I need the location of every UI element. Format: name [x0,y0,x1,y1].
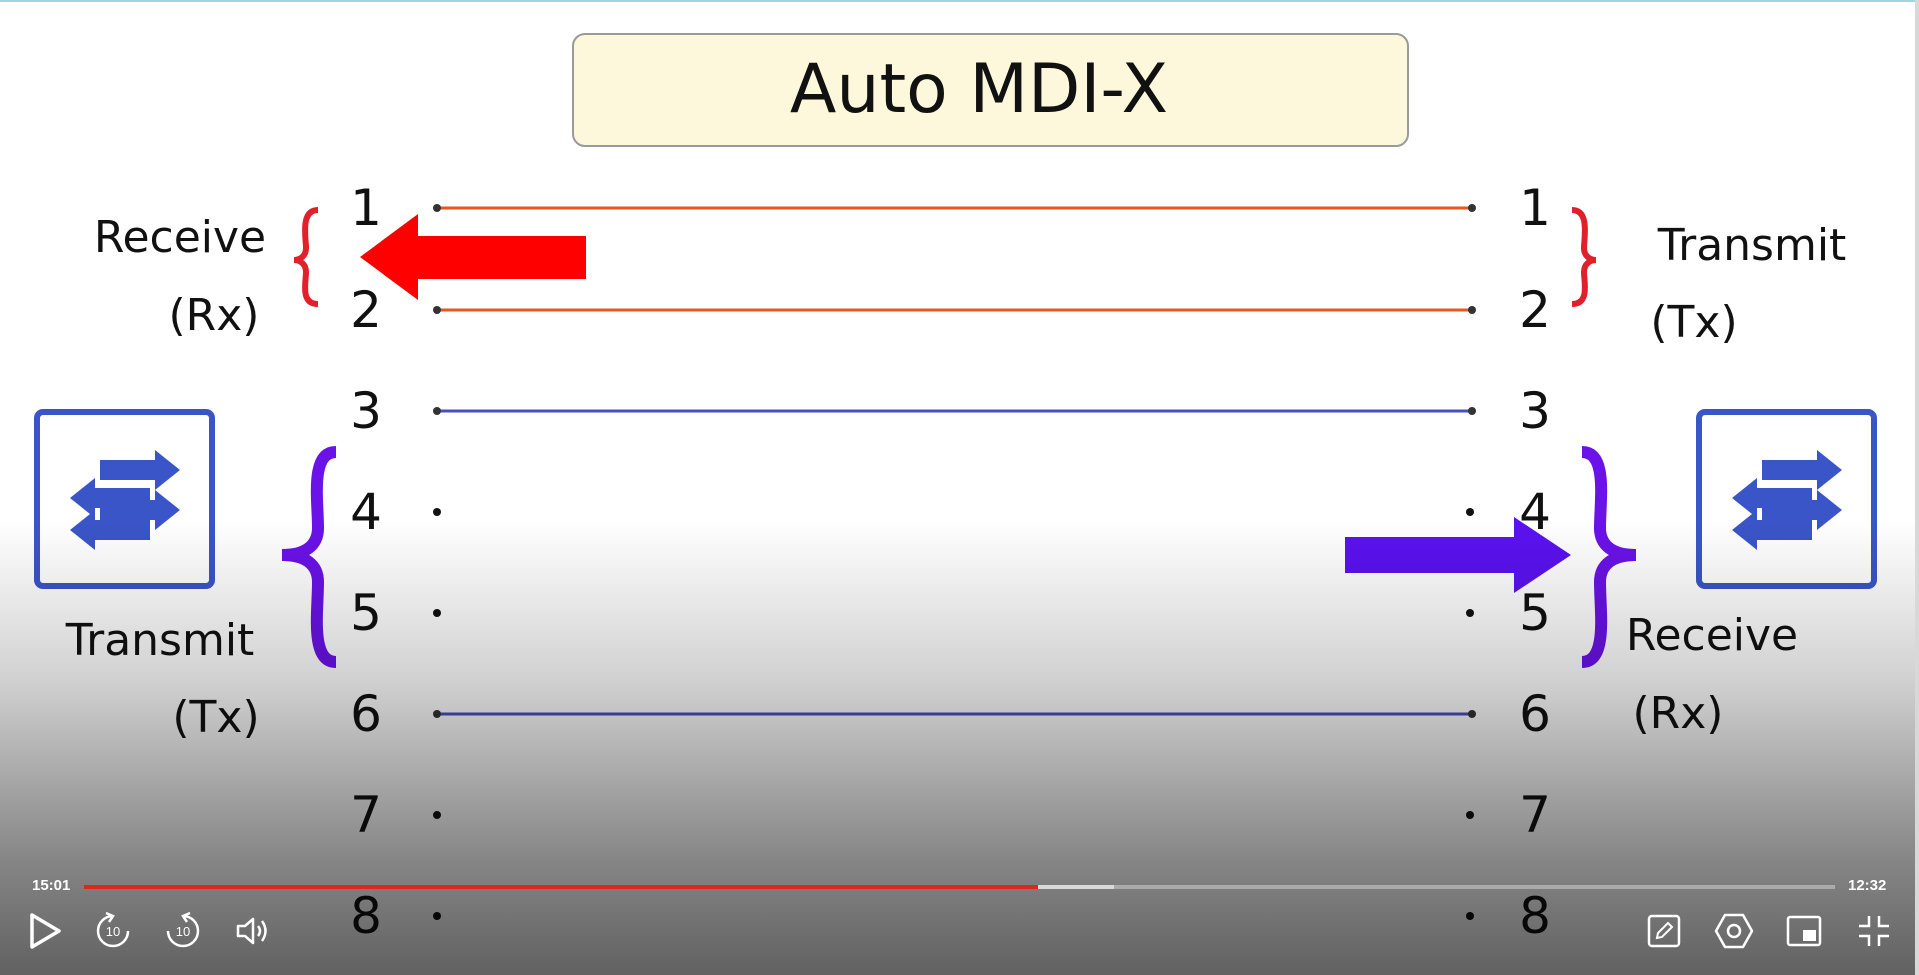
forward-10-icon: 10 [166,911,200,948]
progress-bar[interactable] [84,885,1835,889]
miniplayer-button[interactable] [1783,910,1825,952]
left-bottom-brace [281,446,338,668]
miniplayer-icon [1786,915,1822,947]
left-pin-5: 5 [350,584,382,642]
right-transmit-label: Transmit [1657,220,1847,271]
right-border [1915,0,1919,975]
right-pin-5: 5 [1519,584,1551,642]
elapsed-time: 15:01 [32,877,71,894]
left-receive-label: Receive [94,212,266,263]
wire-pin-2 [433,306,1476,314]
duration-time: 12:32 [1848,877,1887,894]
volume-icon [236,917,267,945]
title-box [572,33,1409,147]
right-rx-label: (Rx) [1633,688,1724,739]
left-pin-6: 6 [350,685,382,743]
left-pin-2: 2 [350,281,382,339]
played-bar [84,885,1039,889]
play-button[interactable] [24,910,66,952]
left-rx-label: (Rx) [169,290,260,341]
right-pin-1: 1 [1519,179,1551,237]
rewind-10-button[interactable]: 10 [92,910,134,952]
left-top-brace [293,207,319,307]
left-pin-4: 4 [350,483,382,541]
pencil-icon [1647,914,1681,948]
left-pin-1: 1 [350,179,382,237]
right-pin-7: 7 [1519,786,1551,844]
left-pin-8: 8 [350,887,382,945]
left-transmit-label: Transmit [65,615,255,666]
right-pin-8: 8 [1519,887,1551,945]
right-pin-3: 3 [1519,382,1551,440]
wire-pin-6 [433,710,1476,718]
settings-button[interactable] [1713,910,1755,952]
top-border [0,0,1919,2]
left-tx-label: (Tx) [172,692,259,743]
annotate-button[interactable] [1643,910,1685,952]
right-pin-6: 6 [1519,685,1551,743]
play-icon [30,913,61,949]
wire-pin-1 [433,204,1476,212]
right-pin-2: 2 [1519,281,1551,339]
rewind-10-icon: 10 [96,911,130,948]
forward-10-button[interactable]: 10 [162,910,204,952]
switch-icon-right [1696,409,1877,589]
exit-fullscreen-button[interactable] [1853,910,1895,952]
settings-icon [1714,913,1754,949]
right-tx-label: (Tx) [1650,297,1737,348]
slide-title: Auto MDI-X [790,50,1168,129]
wire-pin-3 [433,407,1476,415]
right-top-brace [1571,207,1597,307]
rewind-10-label: 10 [106,924,120,939]
left-pin-3: 3 [350,382,382,440]
forward-10-label: 10 [176,924,190,939]
exit-fullscreen-icon [1859,916,1889,946]
volume-button[interactable] [232,910,274,952]
left-pin-7: 7 [350,786,382,844]
right-receive-label: Receive [1626,610,1798,661]
switch-icon-left [34,409,215,589]
red-left-arrow [360,214,586,300]
left-pin-numbers: 1 2 3 4 5 6 7 8 [350,179,382,945]
